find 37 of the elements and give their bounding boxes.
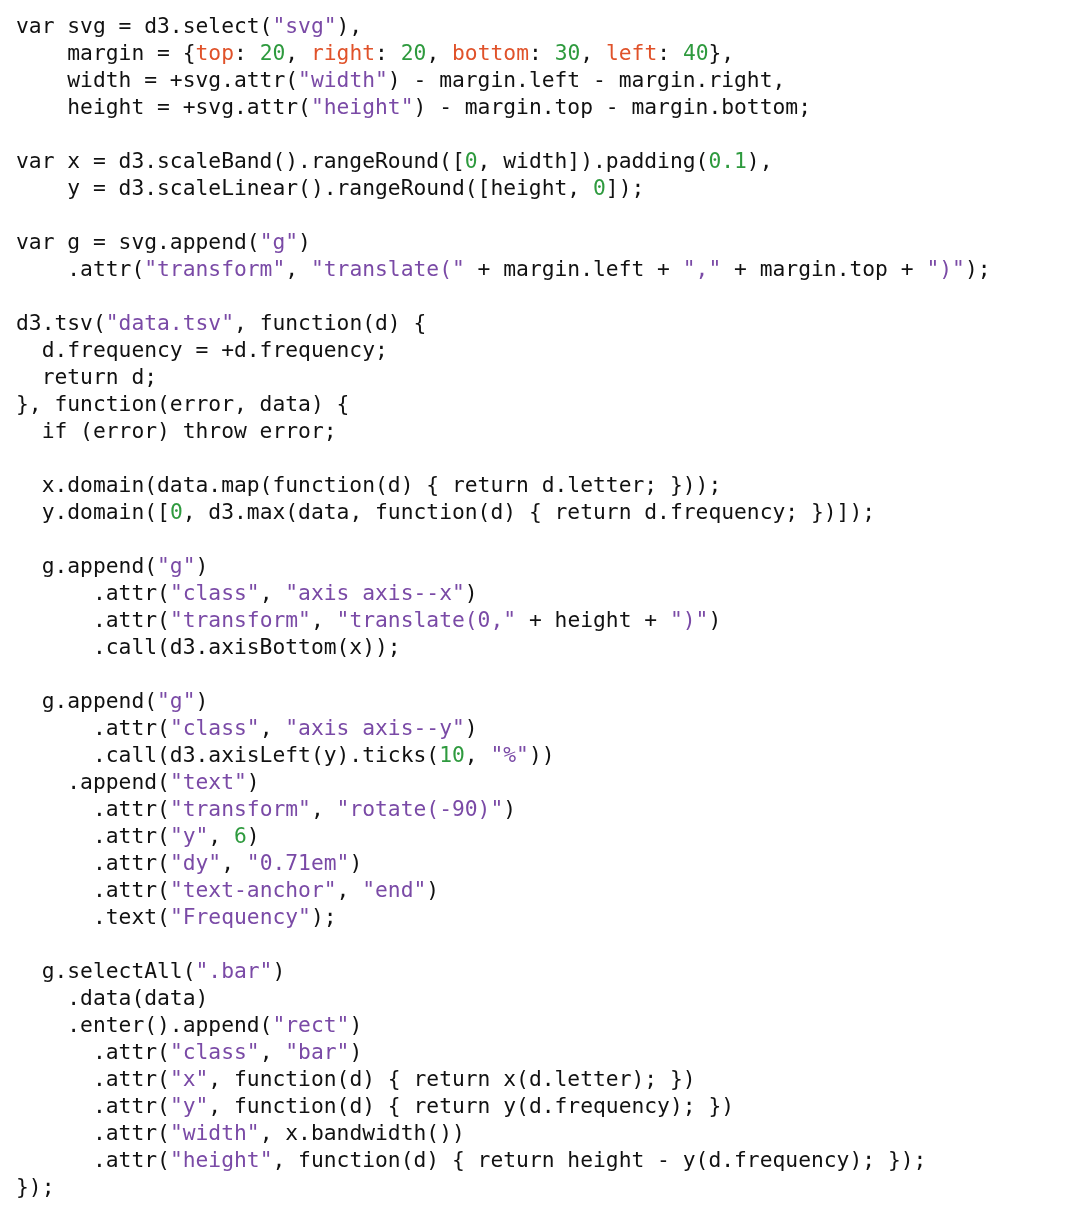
code-line: .attr("class", "bar") (91, 1038, 363, 1065)
code-line: width = +svg.attr("width") - margin.left - margin.right, (66, 66, 786, 93)
code-line: var g = svg.append("g") (16, 228, 311, 255)
code-line: d.frequency = +d.frequency; (40, 336, 388, 363)
code-line: .append("text") (66, 768, 260, 795)
code-line: .attr("class", "axis axis--y") (91, 714, 478, 741)
code-line: g.append("g") (40, 687, 209, 714)
code-line: .attr("x", function(d) { return x(d.letter); }) (91, 1065, 696, 1092)
code-line: }, function(error, data) { (16, 390, 350, 417)
code-line: }); (16, 1173, 55, 1200)
code-line: .attr("transform", "translate(0," + height + ")") (91, 606, 722, 633)
code-line: .attr("y", function(d) { return y(d.frequency); }) (91, 1092, 735, 1119)
code-line: var svg = d3.select("svg"), (16, 12, 363, 39)
code-line: .enter().append("rect") (66, 1011, 363, 1038)
code-line: .attr("transform", "translate(" + margin.left + "," + margin.top + ")"); (66, 255, 991, 282)
code-line: g.append("g") (40, 552, 209, 579)
code-line: y = d3.scaleLinear().rangeRound([height, 0]); (66, 174, 645, 201)
code-line: .attr("height", function(d) { return height - y(d.frequency); }); (91, 1146, 927, 1173)
code-line: var x = d3.scaleBand().rangeRound([0, width]).padding(0.1), (16, 147, 773, 174)
code-line: .attr("class", "axis axis--x") (91, 579, 478, 606)
code-line: .attr("dy", "0.71em") (91, 849, 363, 876)
code-line: .data(data) (66, 984, 209, 1011)
code-line: .call(d3.axisLeft(y).ticks(10, "%")) (91, 741, 555, 768)
code-line: .attr("transform", "rotate(-90)") (91, 795, 517, 822)
code-line: x.domain(data.map(function(d) { return d.letter; })); (40, 471, 722, 498)
code-line: if (error) throw error; (40, 417, 337, 444)
code-line: .call(d3.axisBottom(x)); (91, 633, 401, 660)
code-line: .attr("width", x.bandwidth()) (91, 1119, 465, 1146)
code-line: .attr("y", 6) (91, 822, 260, 849)
code-line: .attr("text-anchor", "end") (91, 876, 440, 903)
code-line: height = +svg.attr("height") - margin.top - margin.bottom; (66, 93, 811, 120)
code-line: d3.tsv("data.tsv", function(d) { (16, 309, 427, 336)
code-line: y.domain([0, d3.max(data, function(d) { return d.frequency; })]); (40, 498, 876, 525)
code-line: margin = {top: 20, right: 20, bottom: 30, left: 40}, (66, 39, 735, 66)
code-line: return d; (40, 363, 158, 390)
code-line: g.selectAll(".bar") (40, 957, 286, 984)
code-line: .text("Frequency"); (91, 903, 337, 930)
